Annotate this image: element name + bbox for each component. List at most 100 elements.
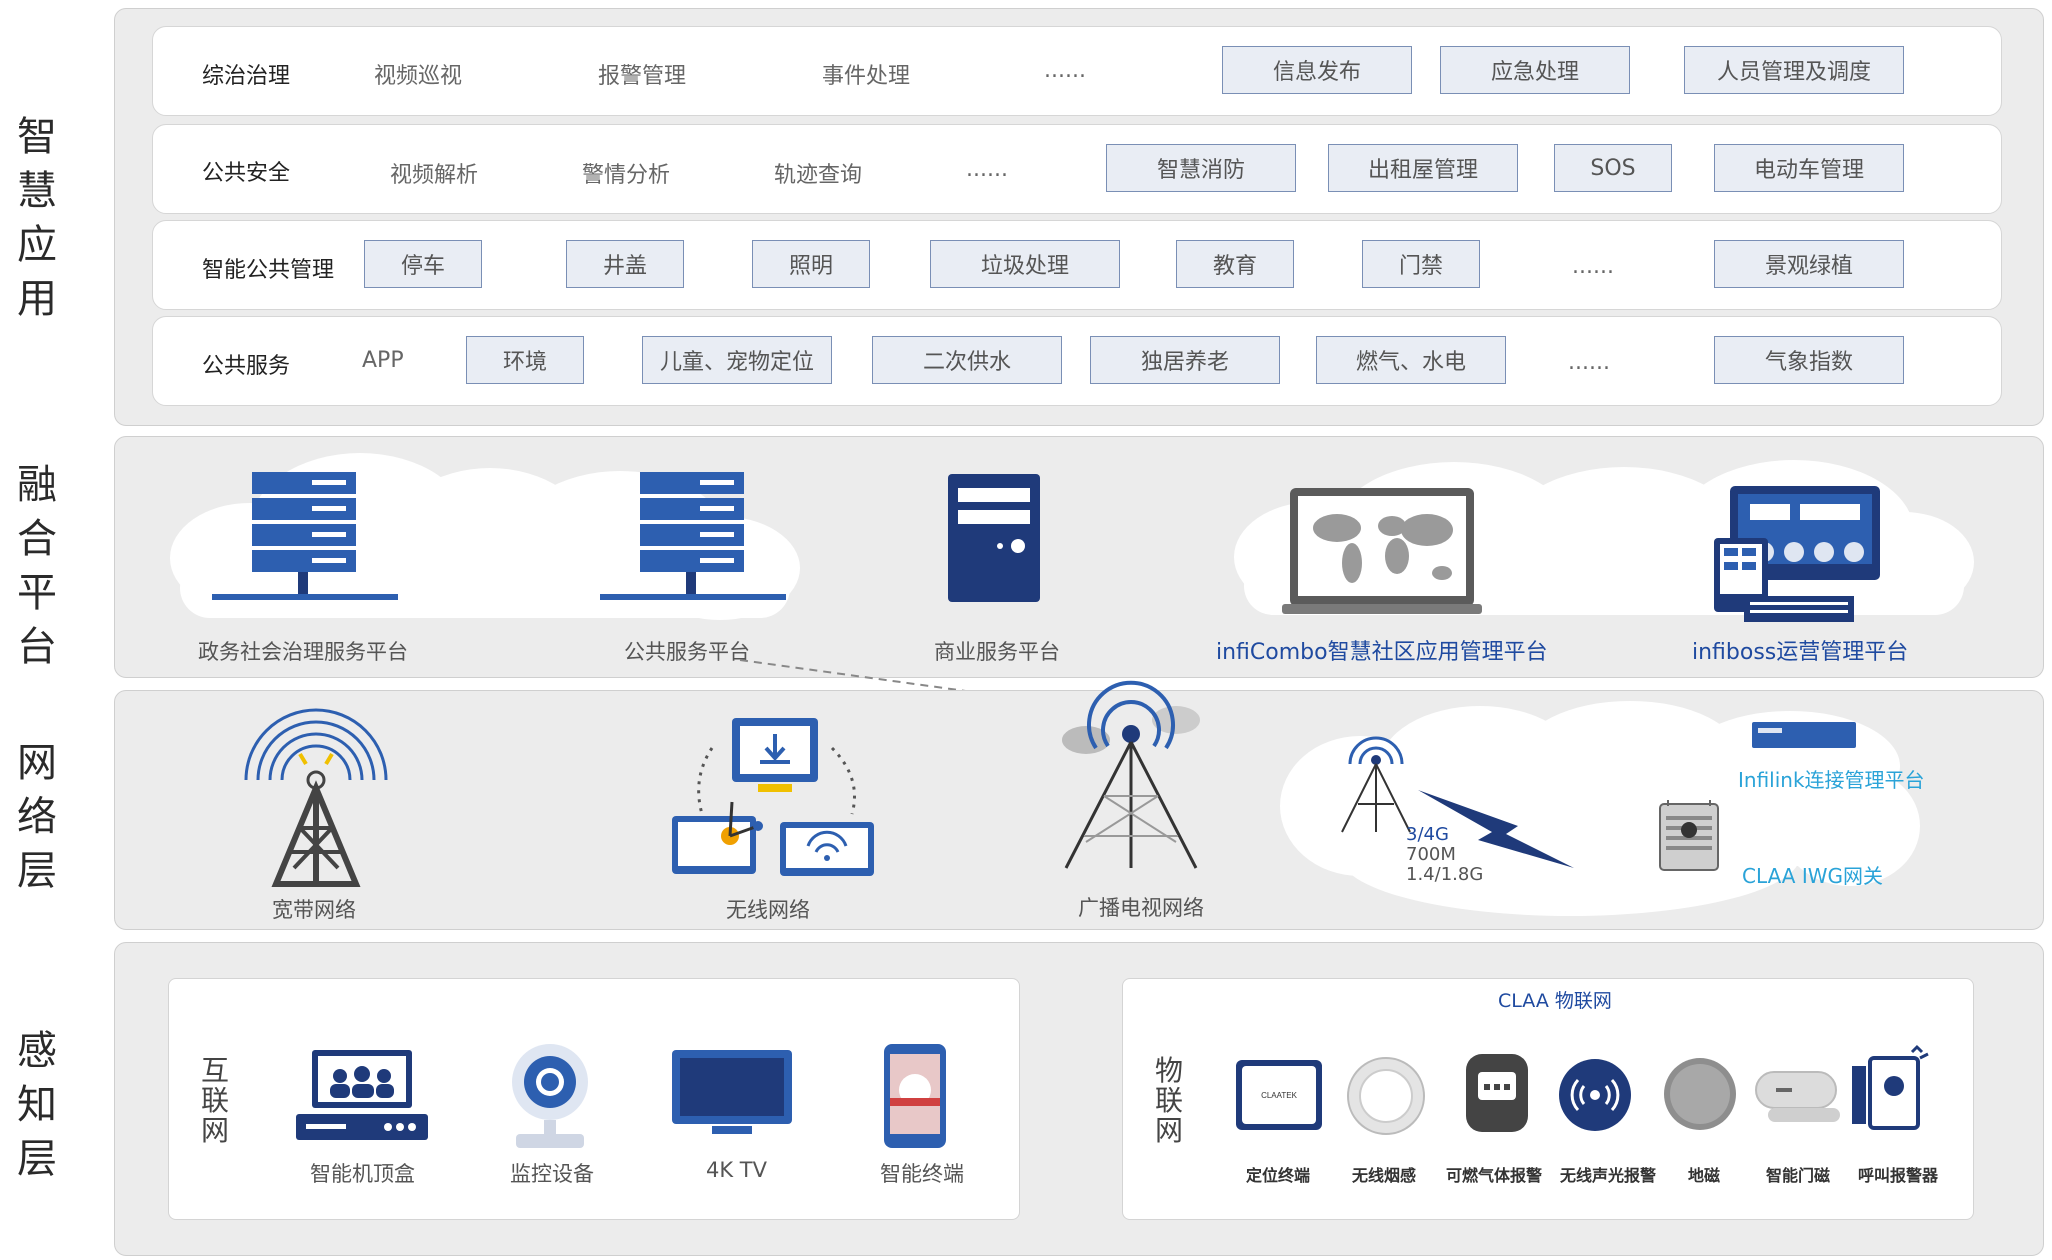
internet-title-text: 互联网	[200, 1054, 229, 1147]
layer-label-network-text: 网络层	[17, 740, 57, 894]
iot-title-text: 物联网	[1154, 1054, 1183, 1147]
internet-card	[168, 978, 1020, 1220]
app-row-4	[152, 316, 2002, 406]
platform-label: infiCombo智慧社区应用管理平台	[1216, 640, 1548, 665]
internet-device-label: 智能终端	[880, 1162, 964, 1186]
server-rack-icon	[600, 472, 786, 600]
server-rack-icon	[212, 472, 398, 600]
internet-title: 互联网	[200, 1056, 230, 1146]
gateway-icon	[1659, 800, 1719, 871]
row2-item: 警情分析	[582, 163, 671, 188]
call-alarm-icon	[1852, 1044, 1929, 1130]
row1-box: 应急处理	[1440, 46, 1630, 94]
row2-item: 轨迹查询	[774, 163, 863, 188]
iot-device-label: 地磁	[1688, 1166, 1721, 1185]
geomagnetic-icon	[1664, 1058, 1736, 1130]
row4-box: 儿童、宠物定位	[642, 336, 832, 384]
iot-device-label: 呼叫报警器	[1858, 1166, 1939, 1185]
lightning-icon	[1418, 790, 1574, 868]
row3-ellipsis: ......	[1572, 254, 1614, 279]
row1-box: 人员管理及调度	[1684, 46, 1904, 94]
cellular-band: 3/4G	[1406, 824, 1449, 845]
layer-label-network: 网络层	[12, 736, 62, 898]
row4-box: 独居养老	[1090, 336, 1280, 384]
smartphone-icon	[884, 1044, 946, 1148]
row4-item: APP	[362, 348, 404, 373]
iot-device-label: 无线声光报警	[1560, 1166, 1657, 1185]
row2-category: 公共安全	[202, 161, 291, 186]
layer-label-app: 智慧应用	[12, 110, 62, 326]
app-row-2	[152, 124, 2002, 214]
row4-box: 气象指数	[1714, 336, 1904, 384]
iot-device-label: 智能门磁	[1766, 1166, 1831, 1185]
row2-ellipsis: ......	[966, 157, 1008, 182]
cell-tower-icon	[1341, 736, 1411, 833]
infilink-server-icon	[1752, 722, 1856, 748]
cellular-band: 1.4/1.8G	[1406, 864, 1484, 885]
app-row-1	[152, 26, 2002, 116]
multi-device-icon	[1714, 486, 1880, 622]
row4-category: 公共服务	[202, 354, 291, 379]
row3-box: 停车	[364, 240, 482, 288]
row4-ellipsis: ......	[1568, 350, 1610, 375]
iot-header: CLAA 物联网	[1498, 990, 1612, 1012]
broadband-tower-icon	[244, 708, 388, 887]
platform-label: 公共服务平台	[624, 640, 750, 664]
row3-category: 智能公共管理	[202, 258, 335, 283]
row4-box: 环境	[466, 336, 584, 384]
layer-label-platform-text: 融合平台	[17, 462, 57, 670]
row2-box: SOS	[1554, 144, 1672, 192]
row3-box: 景观绿植	[1714, 240, 1904, 288]
layer-label-platform: 融合平台	[12, 458, 62, 674]
row3-box: 门禁	[1362, 240, 1480, 288]
row3-box: 照明	[752, 240, 870, 288]
locator-terminal-icon: CLAATEK	[1236, 1060, 1322, 1130]
row2-box: 出租屋管理	[1328, 144, 1518, 192]
camera-icon	[512, 1044, 588, 1148]
set-top-box-icon	[296, 1050, 428, 1140]
row3-box: 井盖	[566, 240, 684, 288]
row1-box: 信息发布	[1222, 46, 1412, 94]
tv-icon	[672, 1050, 792, 1134]
platform-label: 商业服务平台	[934, 640, 1060, 664]
network-label-broadband: 宽带网络	[272, 898, 356, 922]
row1-item: 报警管理	[598, 64, 687, 89]
internet-device-label: 监控设备	[510, 1162, 594, 1186]
door-sensor-icon	[1755, 1071, 1840, 1122]
iot-device-label: 无线烟感	[1352, 1166, 1417, 1185]
platform-label: 政务社会治理服务平台	[198, 640, 408, 664]
smoke-detector-icon	[1347, 1057, 1425, 1135]
platform-cloud-left	[170, 453, 800, 620]
wireless-network-icon	[672, 718, 874, 876]
laptop-map-icon	[1282, 488, 1482, 614]
infilink-label: Infilink连接管理平台	[1738, 768, 1925, 792]
locator-brand: CLAATEK	[1261, 1091, 1298, 1100]
iot-device-label: 可燃气体报警	[1446, 1166, 1543, 1185]
iot-title: 物联网	[1154, 1056, 1184, 1146]
iot-device-label: 定位终端	[1246, 1166, 1311, 1185]
internet-device-label: 4K TV	[706, 1158, 768, 1182]
gateway-label: CLAA IWG网关	[1742, 864, 1884, 888]
row4-box: 二次供水	[872, 336, 1062, 384]
row4-box: 燃气、水电	[1316, 336, 1506, 384]
layer-label-app-text: 智慧应用	[17, 114, 57, 322]
layer-label-sensing: 感知层	[12, 1024, 62, 1186]
row3-box: 垃圾处理	[930, 240, 1120, 288]
row2-box: 智慧消防	[1106, 144, 1296, 192]
row1-item: 事件处理	[822, 64, 911, 89]
tower-server-icon	[948, 474, 1040, 602]
network-label-wireless: 无线网络	[726, 898, 810, 922]
row1-ellipsis: ......	[1044, 58, 1086, 83]
sound-light-alarm-icon	[1559, 1059, 1631, 1131]
platform-label: infiboss运营管理平台	[1692, 640, 1909, 665]
cellular-band: 700M	[1406, 844, 1456, 865]
row1-category: 综治治理	[202, 64, 291, 89]
layer-label-sensing-text: 感知层	[17, 1028, 57, 1182]
row2-item: 视频解析	[390, 163, 479, 188]
internet-device-label: 智能机顶盒	[310, 1162, 415, 1186]
broadcast-tower-icon	[1062, 680, 1200, 869]
row2-box: 电动车管理	[1714, 144, 1904, 192]
gas-alarm-icon	[1466, 1054, 1528, 1132]
network-label-broadcast: 广播电视网络	[1078, 896, 1204, 920]
